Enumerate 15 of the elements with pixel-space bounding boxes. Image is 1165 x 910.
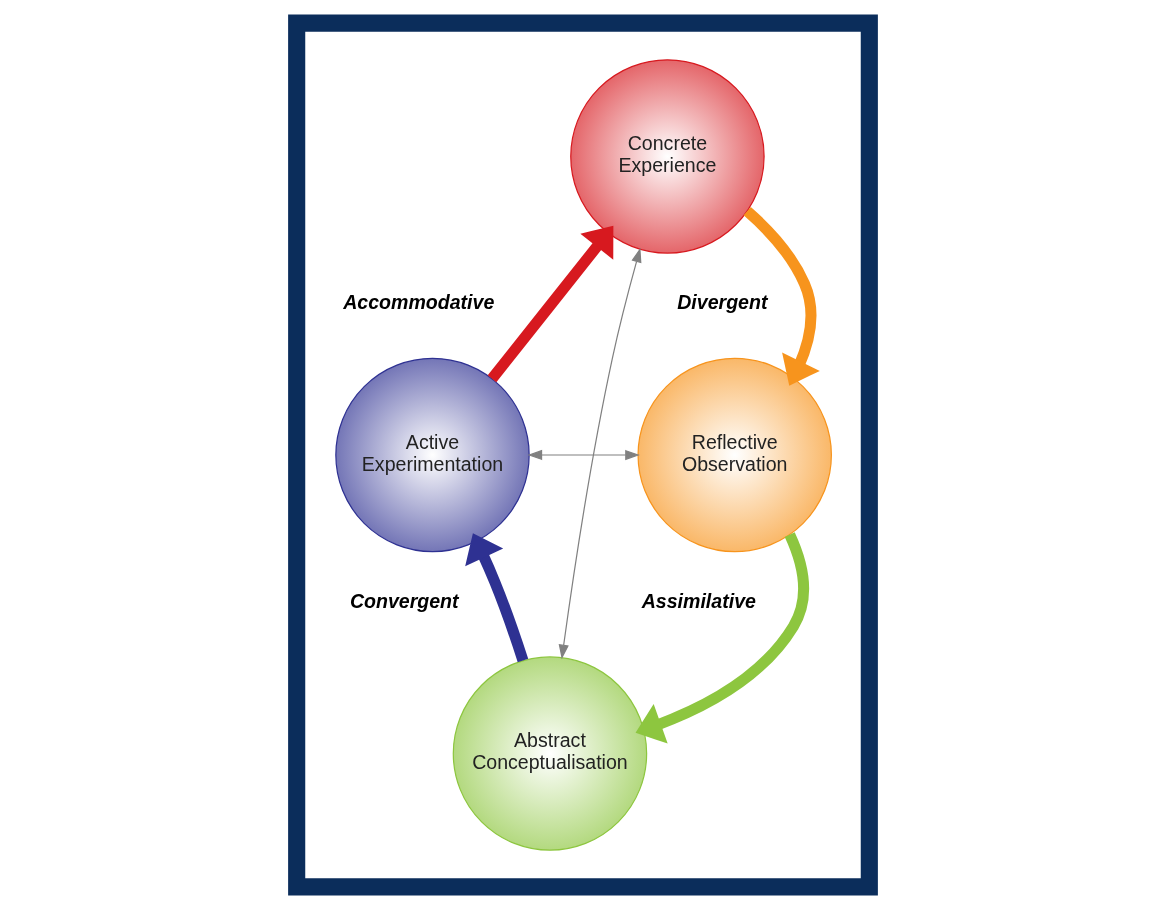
node-circle: Reflective Observation [636, 357, 832, 553]
arrow [526, 449, 640, 461]
label: Assimilative [641, 589, 756, 612]
cluster [287, 14, 878, 896]
label: Divergent [676, 291, 767, 314]
label: Accommodative [342, 291, 494, 314]
node-circle: Abstract Conceptualisation [452, 656, 647, 851]
arrow [558, 247, 641, 660]
arrow [743, 207, 820, 386]
label: Convergent [349, 589, 459, 612]
arrow [635, 532, 809, 744]
node-circle: Concrete Experience [569, 59, 765, 254]
arrow [464, 533, 528, 663]
arrow [487, 225, 613, 383]
node-circle: Active Experimentation [334, 357, 530, 553]
